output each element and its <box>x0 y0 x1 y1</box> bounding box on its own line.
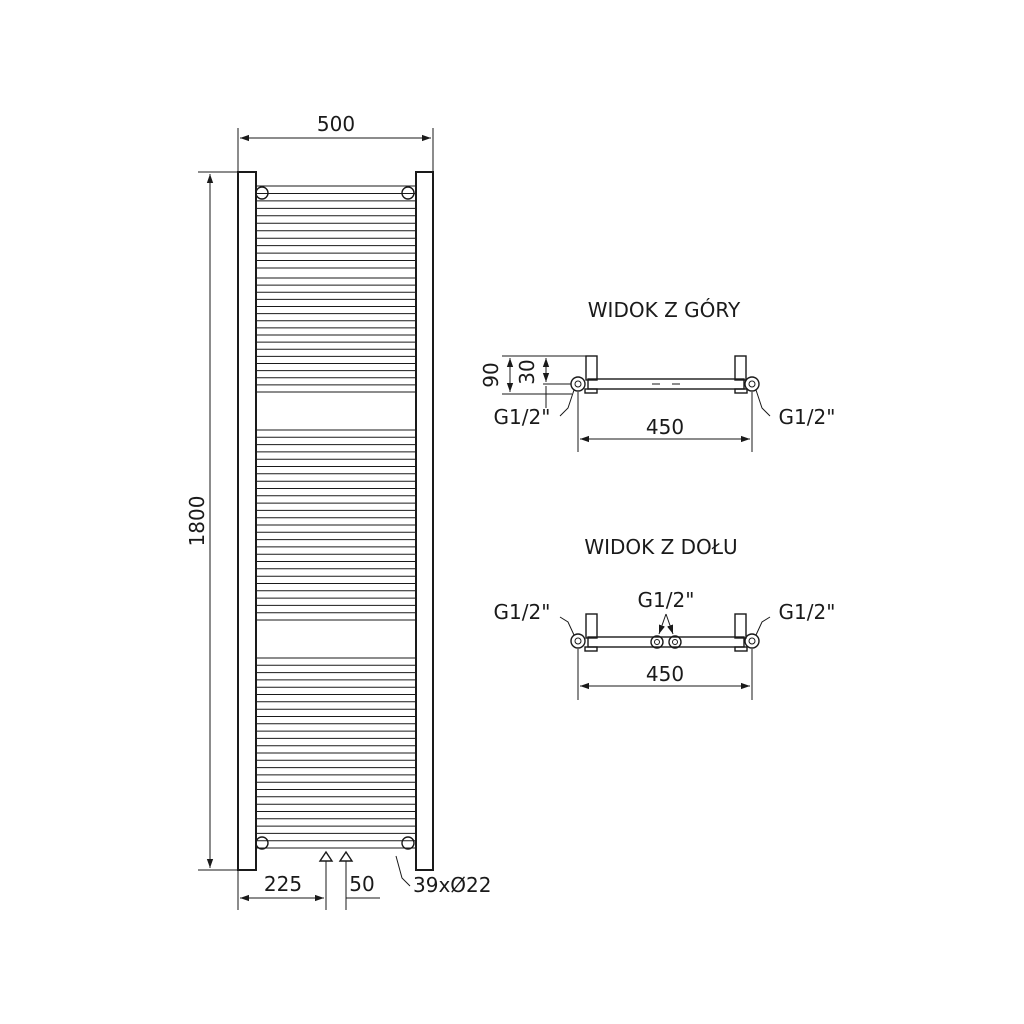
top-left-connection <box>570 376 586 392</box>
top-left-cap <box>255 186 269 200</box>
top-view: WIDOK Z GÓRY 90 30 G1/2" G1/2" 450 <box>479 298 835 452</box>
bottom-center-connection-label: G1/2" <box>638 588 695 612</box>
top-view-title: WIDOK Z GÓRY <box>588 298 741 322</box>
top-left-fitting-base <box>584 388 598 394</box>
bottom-left-connection-label: G1/2" <box>494 600 551 624</box>
bottom-left-fitting-base <box>584 646 598 652</box>
top-right-connection-label: G1/2" <box>779 405 836 429</box>
top-left-connection-inner <box>574 380 582 388</box>
top-right-fitting <box>734 355 747 381</box>
bottom-left-connection <box>570 633 586 649</box>
bottom-right-fitting <box>734 613 747 639</box>
top-right-connection <box>744 376 760 392</box>
left-rail <box>237 171 257 871</box>
bottom-view-bar <box>587 636 745 648</box>
bottom-right-fitting-base <box>734 646 748 652</box>
bottom-center-leader-left <box>658 613 667 635</box>
top-right-leader <box>755 389 771 417</box>
bottom-left-cap <box>255 836 269 850</box>
width-label: 500 <box>317 112 355 136</box>
tube-spec-label: 39xØ22 <box>413 873 491 897</box>
bottom-center-connection-right <box>668 635 682 649</box>
bottom-center-connection-right-inner <box>672 639 678 645</box>
bottom-right-leader <box>755 616 771 636</box>
tube-group <box>256 185 416 849</box>
bottom-span-label: 450 <box>646 662 684 686</box>
front-view: 500 1800 225 50 39xØ22 <box>185 112 491 910</box>
top-right-fitting-base <box>734 388 748 394</box>
top-left-leader <box>559 389 575 417</box>
bottom-left-connection-inner <box>574 637 582 645</box>
top-right-cap <box>401 186 415 200</box>
depth-label: 90 <box>479 362 503 387</box>
top-view-bar <box>587 378 745 390</box>
tube-spec-leader <box>395 855 411 887</box>
top-left-connection-label: G1/2" <box>494 405 551 429</box>
bottom-center-connection-left-inner <box>654 639 660 645</box>
bottom-right-connection-label: G1/2" <box>779 600 836 624</box>
axis-label: 30 <box>515 359 539 384</box>
height-label: 1800 <box>185 496 209 547</box>
bottom-right-connection <box>744 633 760 649</box>
right-connection-nipple <box>338 850 354 862</box>
top-span-label: 450 <box>646 415 684 439</box>
bottom-left-fitting <box>585 613 598 639</box>
bottom-view: WIDOK Z DOŁU G1/2" G1/2" G1/2" 450 <box>494 535 836 700</box>
bottom-left-leader <box>559 616 575 636</box>
bottom-center-leader-right <box>665 613 674 635</box>
offset-label: 225 <box>264 872 302 896</box>
bottom-center-connection-left <box>650 635 664 649</box>
bottom-view-title: WIDOK Z DOŁU <box>584 535 737 559</box>
bottom-right-connection-inner <box>748 637 756 645</box>
top-left-fitting <box>585 355 598 381</box>
bottom-right-cap <box>401 836 415 850</box>
left-connection-nipple <box>318 850 334 862</box>
top-right-connection-inner <box>748 380 756 388</box>
spacing-label: 50 <box>349 872 374 896</box>
right-rail <box>415 171 434 871</box>
